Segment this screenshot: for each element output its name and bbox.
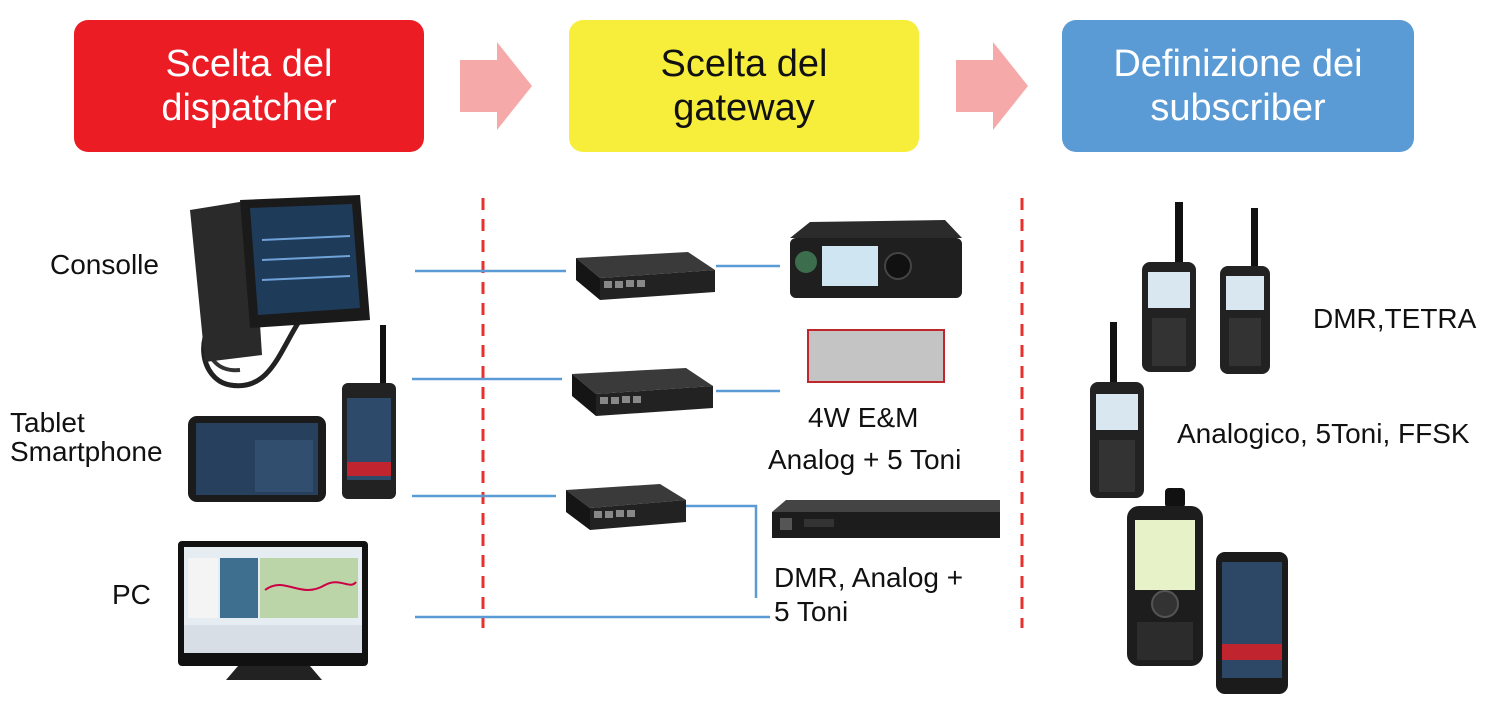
label-pc: PC bbox=[112, 579, 151, 610]
header-dispatcher-line2: dispatcher bbox=[161, 87, 337, 129]
header-gateway-line2: gateway bbox=[673, 87, 815, 129]
rack-repeater-icon bbox=[772, 500, 1000, 538]
header-dispatcher: Scelta del dispatcher bbox=[74, 20, 424, 152]
flow-arrow-2 bbox=[956, 42, 1028, 130]
connector-lines bbox=[412, 264, 780, 619]
header-gateway-line1: Scelta del bbox=[660, 43, 828, 85]
label-analogico: Analogico, 5Toni, FFSK bbox=[1177, 418, 1470, 449]
header-gateway: Scelta del gateway bbox=[569, 20, 919, 152]
handheld-radio-icon bbox=[342, 325, 396, 499]
label-four-wire-line1: 4W E&M bbox=[808, 402, 919, 433]
mobile-radio-icon bbox=[790, 220, 962, 298]
ip-phone-icon bbox=[190, 195, 370, 389]
label-dmr-line1: DMR, Analog + bbox=[774, 562, 964, 593]
subscriber-radio-icon-2 bbox=[1220, 208, 1270, 374]
subscriber-radio-icon-4 bbox=[1127, 488, 1203, 666]
subscriber-radio-icon-1 bbox=[1142, 202, 1196, 372]
header-dispatcher-line1: Scelta del bbox=[165, 43, 333, 85]
flow-arrow-1 bbox=[460, 42, 532, 130]
header-subscriber: Definizione dei subscriber bbox=[1062, 20, 1414, 152]
label-dmr-line2: 5 Toni bbox=[774, 596, 849, 627]
gateway-box-icon-1 bbox=[576, 252, 715, 300]
subscriber-radio-icon-5 bbox=[1216, 552, 1288, 694]
header-subscriber-line1: Definizione dei bbox=[1113, 43, 1363, 85]
pc-monitor-icon bbox=[178, 541, 368, 680]
subscriber-radio-icon-3 bbox=[1090, 322, 1144, 498]
tablet-icon bbox=[188, 416, 326, 502]
label-tablet: Tablet bbox=[10, 407, 85, 438]
header-subscriber-line2: subscriber bbox=[1150, 87, 1326, 129]
label-four-wire-line2: Analog + 5 Toni bbox=[768, 444, 962, 475]
label-dmr-tetra: DMR,TETRA bbox=[1313, 303, 1477, 334]
gateway-box-icon-2 bbox=[572, 368, 713, 416]
four-wire-interface-box bbox=[807, 329, 945, 383]
gateway-box-icon-3 bbox=[566, 484, 686, 530]
label-smartphone: Smartphone bbox=[10, 436, 163, 467]
label-consolle: Consolle bbox=[50, 249, 159, 280]
